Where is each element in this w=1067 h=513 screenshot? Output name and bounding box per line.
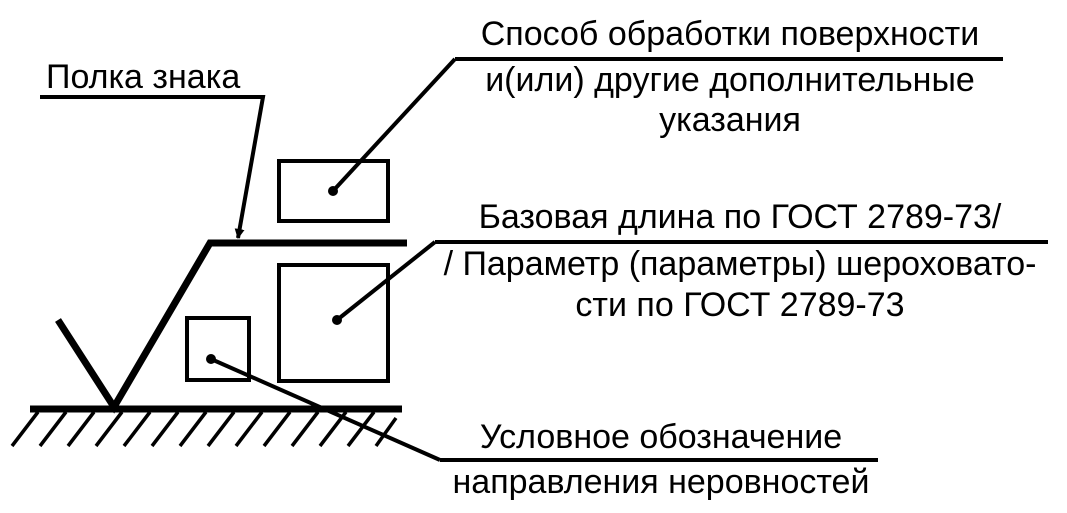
base-dot bbox=[332, 315, 342, 325]
base-label-line2: / Параметр (параметры) шероховато- bbox=[444, 245, 1037, 283]
processing-dot bbox=[328, 186, 338, 196]
direction-label-line2: направления неровностей bbox=[453, 463, 870, 501]
base-label-line3: сти по ГОСТ 2789-73 bbox=[575, 286, 904, 324]
surface-hatching bbox=[10, 410, 398, 448]
direction-label-line1: Условное обозначение bbox=[480, 418, 842, 456]
processing-label-line3: указания bbox=[659, 101, 801, 139]
direction-symbol-box bbox=[185, 316, 251, 382]
processing-method-box bbox=[277, 159, 390, 223]
roughness-sign bbox=[55, 239, 407, 414]
roughness-parameter-box bbox=[277, 263, 390, 383]
direction-leader bbox=[210, 357, 441, 462]
processing-label-line1: Способ обработки поверхности bbox=[481, 15, 980, 53]
processing-leader bbox=[331, 57, 457, 193]
shelf-leader bbox=[40, 95, 266, 239]
processing-label-line2: и(или) другие дополнительные bbox=[485, 61, 975, 99]
base-label-line1: Базовая длина по ГОСТ 2789-73/ bbox=[479, 198, 1002, 236]
shelf-label: Полка знака bbox=[46, 58, 240, 96]
direction-dot bbox=[206, 354, 216, 364]
base-leader bbox=[335, 240, 437, 322]
